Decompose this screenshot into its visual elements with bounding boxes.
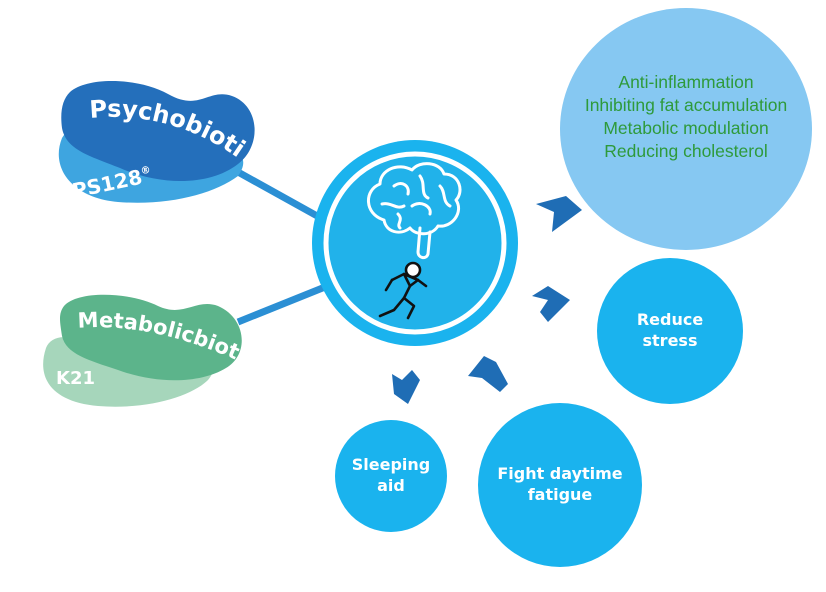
metabolicbiotic-strain-blob: Metabolicbiotic K21 bbox=[0, 0, 243, 407]
reduce-stress-label: Reduce stress bbox=[636, 310, 704, 350]
sleeping-aid-bubble: Sleeping aid bbox=[335, 420, 447, 532]
benefit-item: Inhibiting fat accumulation bbox=[584, 94, 788, 115]
benefit-item: Anti-inflammation bbox=[618, 71, 754, 92]
arrow-to-sleeping-aid bbox=[392, 370, 420, 404]
connector-metabolicbiotic bbox=[236, 281, 332, 326]
registered-mark: ® bbox=[140, 165, 152, 178]
reduce-stress-bubble: Reduce stress bbox=[597, 258, 743, 404]
brain-icon bbox=[367, 162, 462, 260]
benefit-item: Reducing cholesterol bbox=[604, 141, 768, 162]
hub-white-ring bbox=[323, 151, 507, 335]
central-hub bbox=[312, 140, 518, 346]
running-person-icon bbox=[378, 261, 428, 320]
metabolic-dark-shape bbox=[60, 294, 242, 381]
arrow-to-reduce-stress bbox=[532, 286, 570, 322]
hub-inner-circle bbox=[329, 157, 501, 329]
psychobiotic-strain-blob: Psychobiotic PS128® bbox=[0, 0, 255, 203]
metabolic-benefits-bubble: Anti-inflammation Inhibiting fat accumul… bbox=[560, 8, 812, 250]
benefit-item: Metabolic modulation bbox=[603, 118, 769, 138]
arrows bbox=[392, 196, 582, 404]
fight-fatigue-bubble: Fight daytime fatigue bbox=[478, 403, 642, 567]
psychobiotic-dark-shape bbox=[61, 80, 255, 182]
arrow-to-fight-fatigue bbox=[468, 356, 508, 392]
benefits-list: Anti-inflammation Inhibiting fat accumul… bbox=[585, 71, 787, 163]
arrow-to-benefits bbox=[536, 196, 582, 232]
sleeping-aid-label: Sleeping aid bbox=[351, 455, 431, 495]
fight-fatigue-label: Fight daytime fatigue bbox=[497, 464, 623, 504]
k21-label: K21 bbox=[56, 368, 95, 389]
